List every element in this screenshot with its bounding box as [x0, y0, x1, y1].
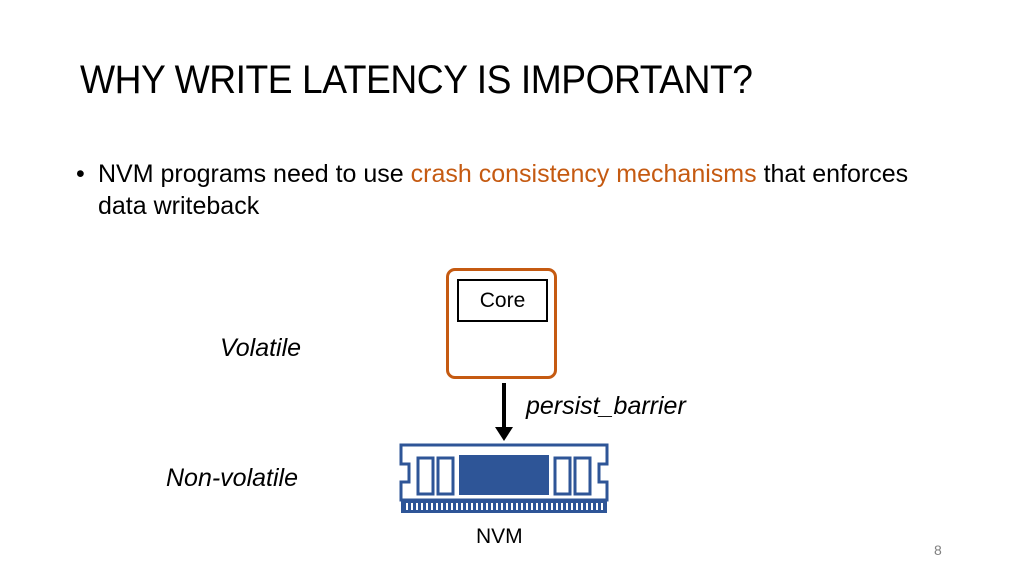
non-volatile-label: Non-volatile: [166, 464, 299, 492]
bullet-text: NVM programs need to use crash consisten…: [98, 158, 938, 222]
page-number: 8: [934, 542, 942, 558]
bullet-text-after: that enforces data writeback: [98, 160, 909, 220]
bullet-text-before: NVM programs need to use: [98, 160, 411, 188]
core-box: Core: [457, 279, 548, 322]
nvm-memory-module-icon: [399, 443, 609, 513]
slide-title: WHY WRITE LATENCY IS IMPORTANT?: [80, 58, 753, 102]
down-arrow-icon: [495, 383, 513, 441]
bullet-highlight: crash consistency mechanisms: [410, 160, 757, 188]
volatile-label: Volatile: [220, 334, 302, 362]
nvm-label: NVM: [476, 525, 523, 548]
persist-barrier-label: persist_barrier: [526, 392, 686, 420]
bullet-marker: •: [76, 160, 85, 188]
